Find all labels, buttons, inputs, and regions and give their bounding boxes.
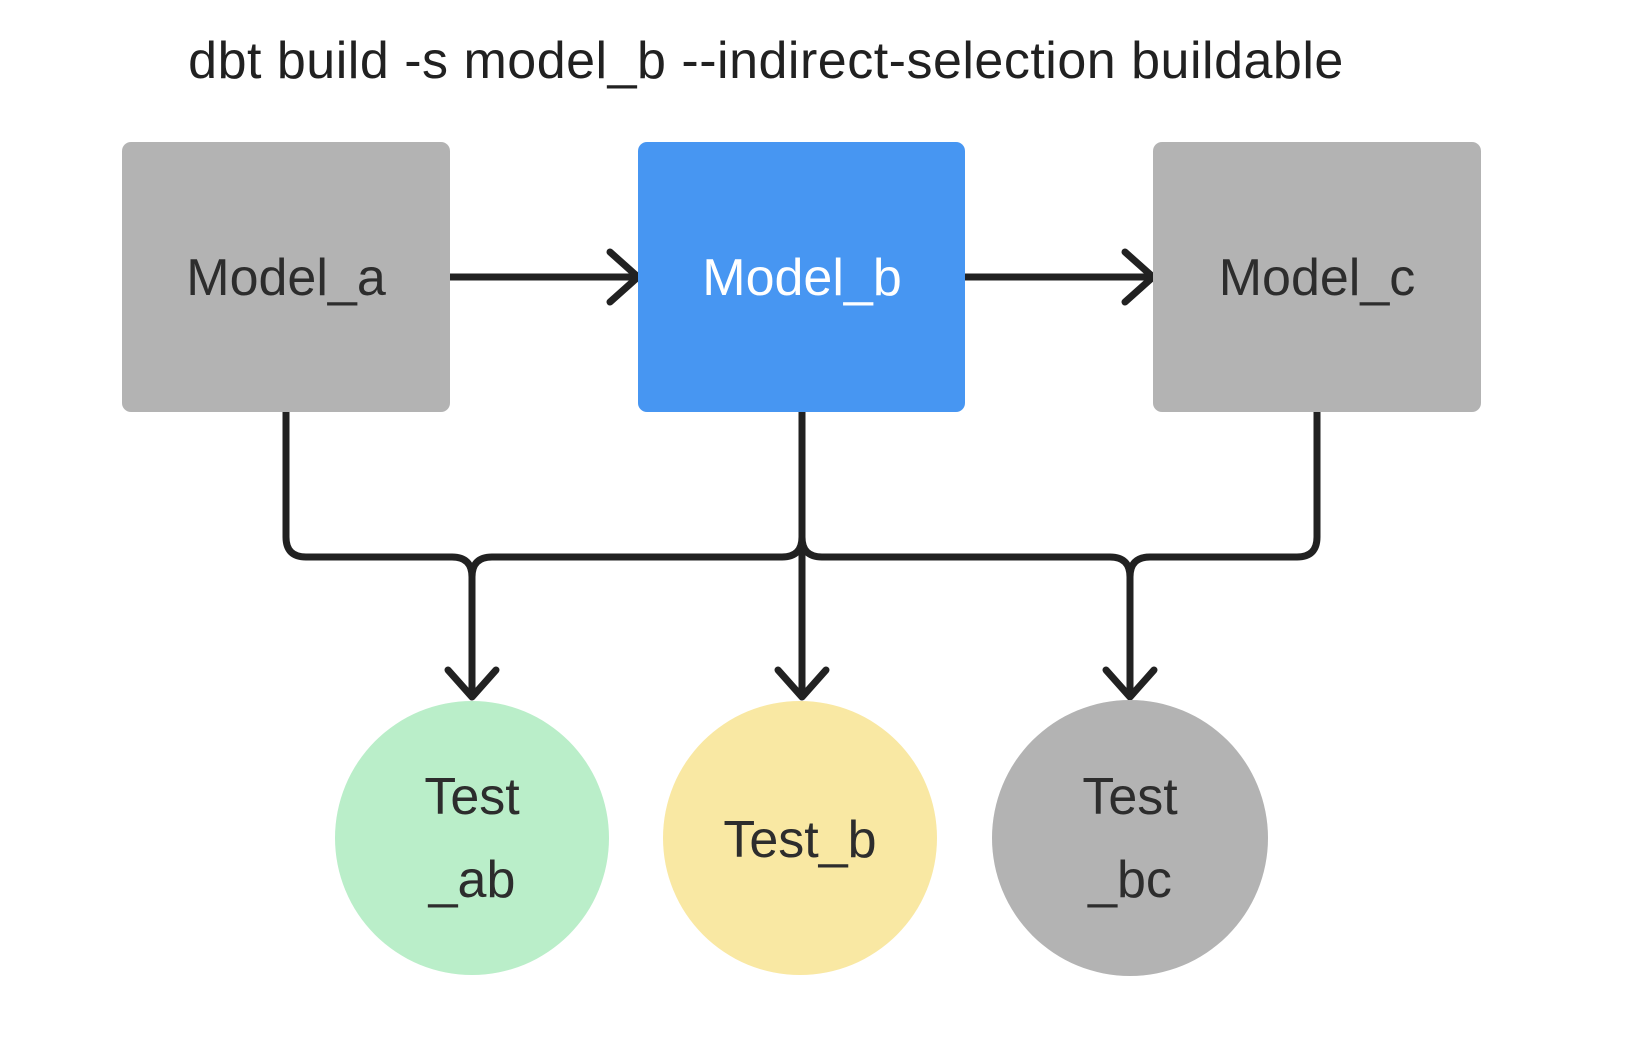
node-model-b bbox=[638, 142, 965, 412]
node-model-a-label: Model_a bbox=[186, 249, 386, 307]
arrowhead-test-ab bbox=[444, 666, 500, 701]
node-model-c-label: Model_c bbox=[1219, 249, 1416, 307]
arrowhead-test-bc bbox=[1102, 666, 1158, 701]
diagram-title: dbt build -s model_b --indirect-selectio… bbox=[188, 32, 1344, 90]
node-model-a bbox=[122, 142, 450, 412]
edge-model-b-to-test-ab bbox=[468, 408, 806, 695]
node-model-c bbox=[1153, 142, 1481, 412]
node-test-bc-label-line2: _bc bbox=[1087, 851, 1172, 909]
node-test-ab bbox=[335, 701, 609, 975]
arrowhead-test-b bbox=[774, 666, 830, 701]
node-test-ab-label-line1: Test bbox=[424, 768, 520, 826]
edge-model-b-to-test-bc bbox=[798, 408, 1134, 695]
node-test-b-label: Test_b bbox=[723, 811, 876, 869]
node-model-b-label: Model_b bbox=[702, 249, 901, 307]
node-test-ab-label-line2: _ab bbox=[428, 851, 516, 909]
node-test-bc-label-line1: Test bbox=[1082, 768, 1178, 826]
edge-model-c-to-test-bc bbox=[1126, 408, 1321, 695]
node-test-bc bbox=[992, 700, 1268, 976]
node-test-b bbox=[663, 701, 937, 975]
edge-model-a-to-test-ab bbox=[282, 408, 476, 695]
